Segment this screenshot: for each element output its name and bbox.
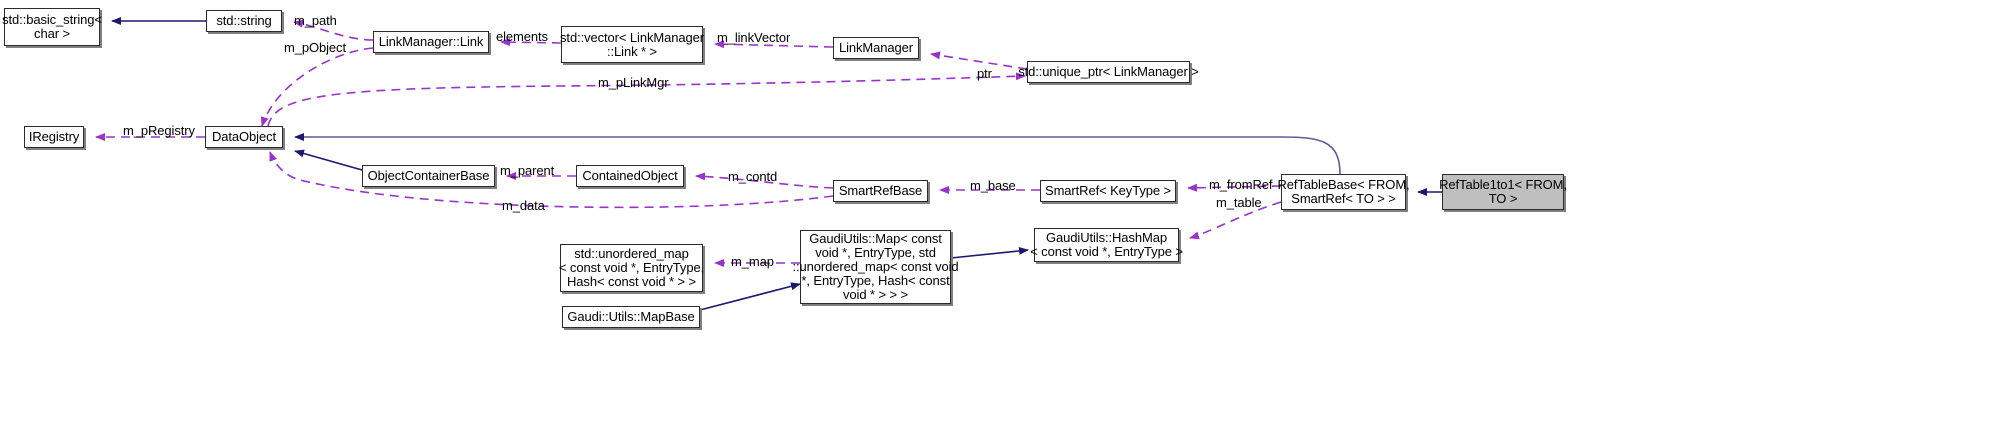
edge-label-m_table: m_table <box>1216 195 1262 210</box>
edge-label-m_base: m_base <box>970 178 1016 193</box>
class-node-reftablebase[interactable]: RefTableBase< FROM, SmartRef< TO > > <box>1277 174 1410 210</box>
class-node-smartref_key[interactable]: SmartRef< KeyType > <box>1040 180 1176 202</box>
class-node-containedobj[interactable]: ContainedObject <box>576 165 684 187</box>
edge-label-m_map: m_map <box>731 254 774 269</box>
class-node-basic_string[interactable]: std::basic_string< char > <box>2 8 102 46</box>
edge-label-m_pLinkMgr: m_pLinkMgr <box>598 75 669 90</box>
edge-usage-m-pobject <box>260 47 374 127</box>
class-node-unordered_map[interactable]: std::unordered_map < const void *, Entry… <box>559 244 704 292</box>
edge-label-elements: elements <box>496 29 548 44</box>
edge-label-m_data: m_data <box>502 198 545 213</box>
edge-label-m_parent: m_parent <box>500 163 555 178</box>
class-node-string[interactable]: std::string <box>206 10 282 32</box>
class-node-reftable1to1[interactable]: RefTable1to1< FROM, TO > <box>1439 174 1567 210</box>
class-node-smartrefbase[interactable]: SmartRefBase <box>833 180 928 202</box>
class-node-mapbase[interactable]: Gaudi::Utils::MapBase <box>562 306 700 328</box>
class-node-unique_ptr[interactable]: std::unique_ptr< LinkManager > <box>1018 61 1199 83</box>
edge-label-m_linkVector: m_linkVector <box>717 30 791 45</box>
class-node-linkmanager[interactable]: LinkManager <box>833 37 919 59</box>
edge-label-m_fromRef: m_fromRef <box>1209 177 1273 192</box>
edge-inheritance-mapbase <box>699 282 801 311</box>
edge-label-ptr: ptr <box>977 66 992 81</box>
edge-label-m_contd: m_contd <box>728 169 778 184</box>
class-node-lm_link[interactable]: LinkManager::Link <box>373 31 489 53</box>
class-node-hashmap[interactable]: GaudiUtils::HashMap < const void *, Entr… <box>1030 228 1183 262</box>
class-node-gaudiutils_map[interactable]: GaudiUtils::Map< const void *, EntryType… <box>792 230 959 304</box>
class-node-vector_link[interactable]: std::vector< LinkManager ::Link * > <box>560 26 704 63</box>
class-node-dataobject[interactable]: DataObject <box>205 126 283 148</box>
class-node-iregistry[interactable]: IRegistry <box>24 126 84 148</box>
edge-label-m_pObject: m_pObject <box>284 40 346 55</box>
edge-inheritance-hashmap <box>950 246 1029 259</box>
edge-inheritance-objectcontainerbase <box>294 149 363 171</box>
edge-label-m_pRegistry: m_pRegistry <box>123 123 195 138</box>
class-node-objcontbase[interactable]: ObjectContainerBase <box>362 165 495 187</box>
edge-label-m_path: m_path <box>294 13 337 28</box>
